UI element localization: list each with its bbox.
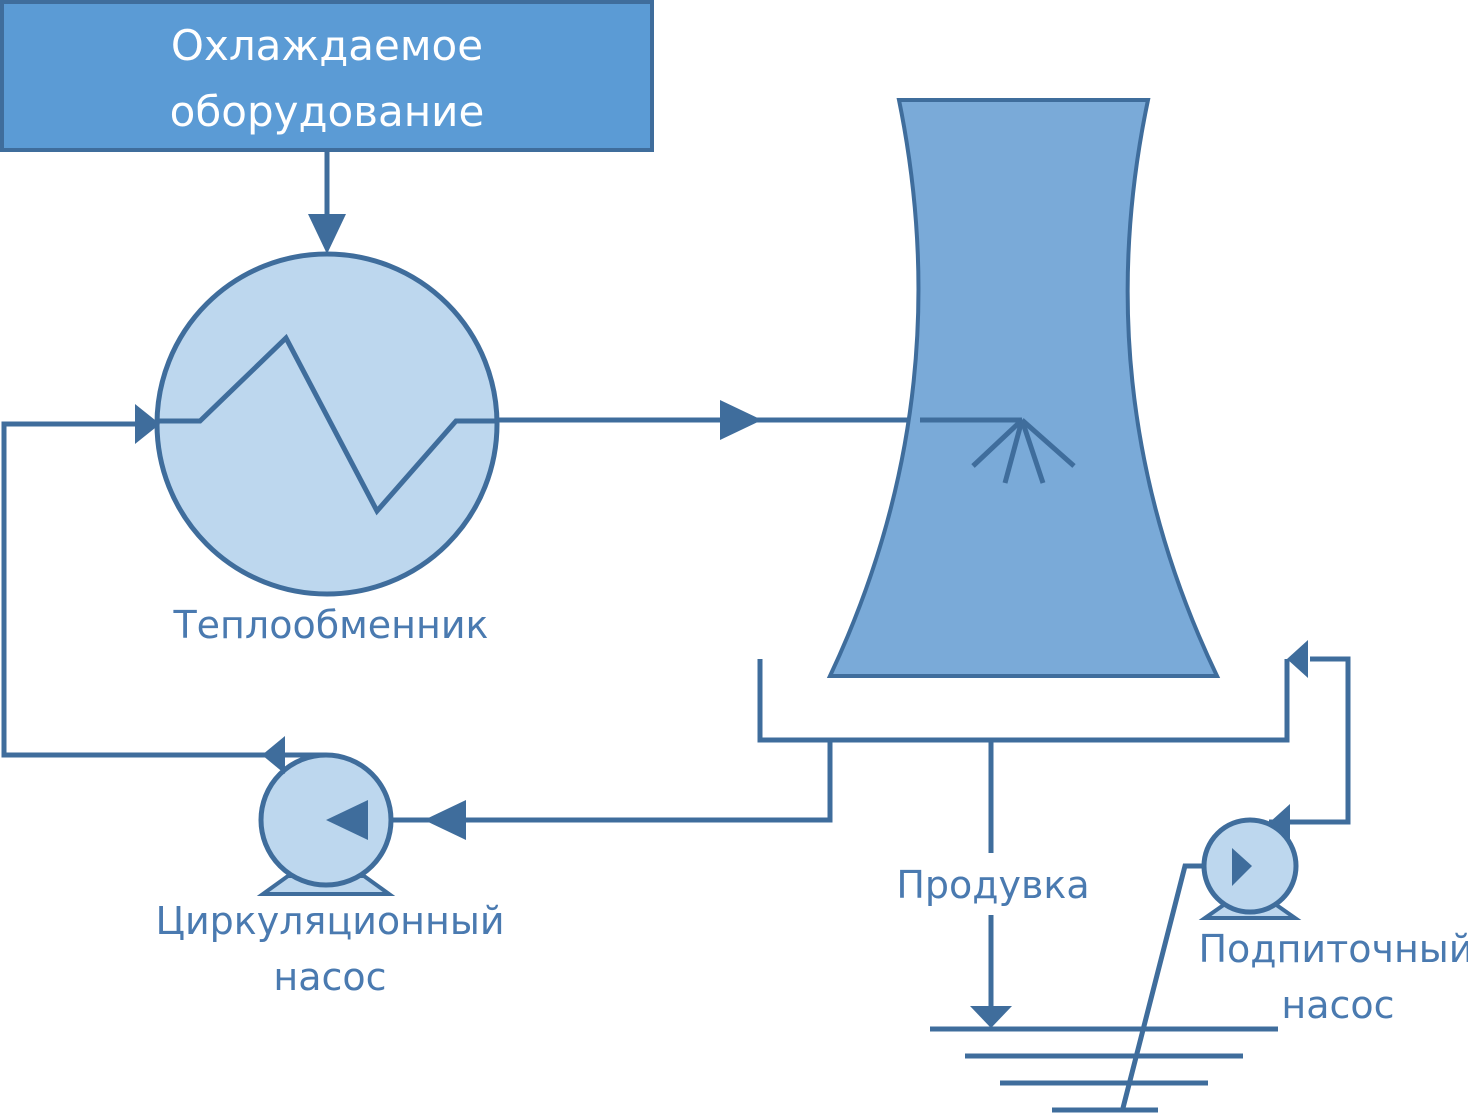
circulation-pump: Циркуляционный насос bbox=[155, 752, 505, 999]
circulation-pump-arrow-icon bbox=[326, 800, 368, 840]
makeup-pump-label-line1: Подпиточный bbox=[1198, 927, 1468, 971]
cooled-equipment-label-line2: оборудование bbox=[170, 87, 485, 136]
cooling-tower-basin bbox=[757, 659, 1290, 743]
makeup-discharge-pipe bbox=[1269, 656, 1351, 825]
blowdown-arrowhead bbox=[970, 1006, 1012, 1028]
makeup-pump: Подпиточный насос bbox=[1198, 817, 1468, 1027]
makeup-intake-pipe bbox=[1120, 863, 1232, 1109]
exchanger-inlet-arrowhead bbox=[135, 404, 160, 444]
heat-exchanger: Теплообменник bbox=[154, 251, 500, 647]
makeup-pump-arrow-icon bbox=[1232, 848, 1252, 886]
return-line bbox=[335, 740, 833, 840]
heat-exchanger-shell bbox=[154, 251, 500, 597]
basin-to-pump-pipe bbox=[335, 740, 833, 823]
pump-to-exchanger-pipe bbox=[1, 421, 326, 758]
ground-drain-icon bbox=[930, 1026, 1278, 1113]
cooled-equipment-block: Охлаждаемое оборудование bbox=[0, 0, 654, 152]
heat-exchanger-label: Теплообменник bbox=[172, 603, 488, 647]
pump-discharge-line bbox=[1, 404, 326, 774]
equipment-outlet-arrowhead bbox=[308, 214, 346, 254]
cooling-tower-body bbox=[826, 98, 1221, 678]
circulation-pump-label-line1: Циркуляционный bbox=[155, 899, 504, 943]
heat-exchanger-coil bbox=[157, 333, 497, 516]
blowdown-label: Продувка bbox=[896, 863, 1089, 907]
makeup-discharge-line bbox=[1269, 640, 1351, 840]
makeup-discharge-arrowhead bbox=[1287, 640, 1308, 678]
spray-nozzle-icon bbox=[971, 418, 1076, 484]
cooled-equipment-label-line1: Охлаждаемое bbox=[171, 21, 483, 70]
hot-water-arrowhead bbox=[720, 400, 762, 440]
circulation-pump-label-line2: насос bbox=[273, 955, 386, 999]
pump-discharge-arrowhead bbox=[262, 736, 285, 774]
basin-to-pump-arrowhead bbox=[424, 800, 466, 840]
makeup-pump-outlet-arrowhead bbox=[1270, 804, 1290, 840]
makeup-pump-label-line2: насос bbox=[1281, 983, 1394, 1027]
cooling-tower bbox=[826, 98, 1221, 678]
cooled-equipment-box bbox=[0, 0, 654, 152]
blowdown-line: Продувка bbox=[896, 740, 1090, 1028]
equipment-to-exchanger-flow bbox=[308, 150, 346, 254]
